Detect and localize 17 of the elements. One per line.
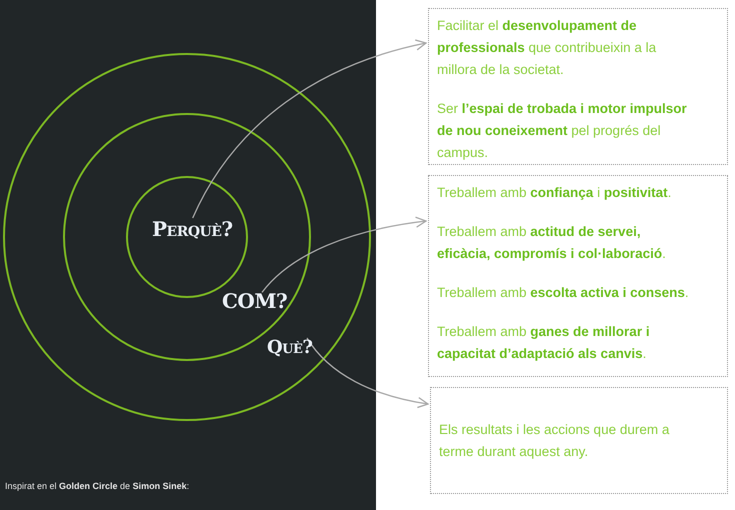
card-paragraph: Treballem amb confiança i positivitat.: [437, 184, 672, 202]
text-card: [428, 8, 728, 165]
ring-label: COM?: [222, 290, 288, 312]
arrow: [262, 216, 427, 293]
arrow: [306, 338, 429, 408]
ring-label: Perquè?: [152, 218, 233, 240]
text-card: [430, 387, 728, 494]
card-paragraph: Treballem amb escolta activa i consens.: [437, 284, 690, 302]
source-note: Inspirat en el Golden Circle de Simon Sinek:: [5, 481, 190, 491]
ring-label: Què?: [267, 338, 312, 358]
card-paragraph: Ser l’espai de trobada i motor impulsor de nou coneixement pel progrés del campus.: [437, 100, 688, 162]
card-paragraph: Facilitar el desenvolupament de professionals que contribueixin a la millora de la societat.: [437, 17, 658, 79]
card-paragraph: Els resultats i les accions que durem a terme durant aquest any.: [439, 420, 670, 461]
arrow: [192, 40, 427, 218]
card-paragraph: Treballem amb ganes de millorar i capacitat d’adaptació als canvis.: [437, 323, 651, 363]
text-card: [428, 175, 728, 377]
card-paragraph: Treballem amb actitud de servei, eficàcia, compromís i col·laboració.: [437, 223, 667, 263]
